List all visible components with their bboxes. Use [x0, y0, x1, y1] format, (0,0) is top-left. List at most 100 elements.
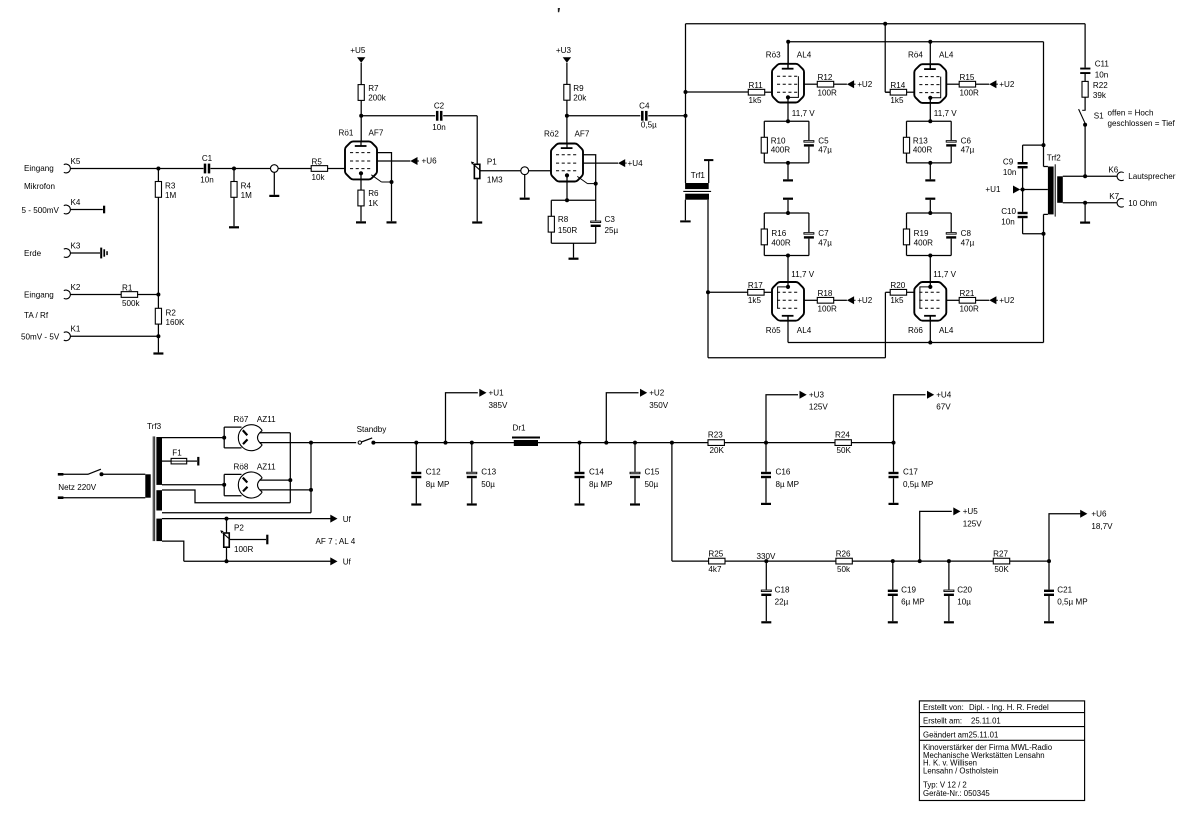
svg-text:K6: K6 [1108, 166, 1118, 175]
svg-text:22µ: 22µ [775, 598, 789, 607]
svg-text:K7: K7 [1109, 192, 1119, 201]
svg-text:R24: R24 [835, 431, 850, 440]
svg-text:K2: K2 [71, 283, 81, 292]
svg-text:400R: 400R [914, 239, 934, 248]
svg-text:11,7 V: 11,7 V [933, 270, 956, 279]
svg-text:geschlossen = Tief: geschlossen = Tief [1108, 119, 1176, 128]
svg-text:R19: R19 [914, 229, 929, 238]
svg-text:AL4: AL4 [797, 51, 812, 60]
svg-text:1M3: 1M3 [487, 176, 503, 185]
svg-text:C18: C18 [775, 586, 790, 595]
svg-text:Mikrofon: Mikrofon [24, 182, 55, 191]
svg-text:AL4: AL4 [939, 51, 954, 60]
svg-text:C15: C15 [645, 468, 660, 477]
svg-text:Rö8: Rö8 [234, 462, 249, 471]
svg-text:8µ MP: 8µ MP [589, 480, 613, 489]
svg-text:Lensahn / Ostholstein: Lensahn / Ostholstein [923, 766, 998, 775]
svg-text:50µ: 50µ [645, 480, 659, 489]
svg-text:R12: R12 [818, 73, 833, 82]
svg-text:R27: R27 [993, 550, 1008, 559]
svg-text:R10: R10 [771, 137, 786, 146]
svg-text:Rö7: Rö7 [234, 415, 249, 424]
svg-text:8µ MP: 8µ MP [426, 480, 450, 489]
svg-text:Geändert am25.11.01: Geändert am25.11.01 [923, 731, 998, 740]
svg-text:400R: 400R [771, 146, 791, 155]
svg-text:C7: C7 [818, 229, 829, 238]
svg-text:+U6: +U6 [1091, 510, 1107, 519]
svg-text:Trf1: Trf1 [691, 171, 706, 180]
svg-text:20k: 20k [573, 94, 587, 103]
svg-text:+U1: +U1 [489, 389, 505, 398]
svg-text:25.11.01: 25.11.01 [971, 717, 1001, 726]
svg-text:R20: R20 [890, 281, 905, 290]
svg-text:Uf: Uf [343, 557, 352, 566]
svg-text:400R: 400R [771, 239, 791, 248]
svg-text:47µ: 47µ [818, 239, 832, 248]
svg-text:R13: R13 [913, 137, 928, 146]
svg-text:10n: 10n [1003, 168, 1017, 177]
svg-text:H. K. v. Willisen: H. K. v. Willisen [923, 759, 977, 768]
svg-text:C4: C4 [639, 102, 650, 111]
svg-text:offen = Hoch: offen = Hoch [1108, 109, 1154, 118]
svg-text:10k: 10k [312, 173, 326, 182]
svg-text:R16: R16 [771, 229, 786, 238]
svg-text:S1: S1 [1094, 112, 1104, 121]
svg-text:F1: F1 [172, 449, 182, 458]
svg-text:C3: C3 [605, 215, 616, 224]
svg-text:C5: C5 [818, 137, 829, 146]
svg-text:100R: 100R [960, 88, 980, 97]
svg-text:+U2: +U2 [857, 296, 873, 305]
svg-text:+U6: +U6 [422, 157, 438, 166]
svg-text:11,7 V: 11,7 V [792, 109, 815, 118]
svg-text:R14: R14 [890, 81, 905, 90]
svg-text:10n: 10n [200, 175, 214, 184]
svg-text:11,7 V: 11,7 V [934, 109, 957, 118]
svg-text:P1: P1 [487, 157, 497, 166]
svg-text:R21: R21 [960, 289, 975, 298]
svg-text:8µ MP: 8µ MP [776, 480, 800, 489]
svg-text:Mechanische Werkstätten Lensah: Mechanische Werkstätten Lensahn [923, 751, 1045, 760]
svg-text:R2: R2 [166, 308, 177, 317]
svg-text:11,7 V: 11,7 V [791, 270, 814, 279]
svg-text:C12: C12 [426, 468, 441, 477]
svg-text:Erstellt von:: Erstellt von: [923, 703, 964, 712]
svg-text:C16: C16 [776, 468, 791, 477]
svg-text:Erstellt am:: Erstellt am: [923, 717, 962, 726]
svg-text:+U5: +U5 [350, 46, 366, 55]
svg-text:C11: C11 [1095, 60, 1110, 69]
svg-text:Eingang: Eingang [24, 164, 54, 173]
svg-text:C9: C9 [1003, 157, 1014, 166]
svg-text:10n: 10n [1095, 70, 1109, 79]
svg-text:Lautsprecher: Lautsprecher [1128, 172, 1176, 181]
svg-text:Eingang: Eingang [24, 291, 54, 300]
svg-text:Uf: Uf [343, 515, 352, 524]
svg-text:+U3: +U3 [809, 391, 825, 400]
svg-text:+U2: +U2 [857, 80, 873, 89]
svg-text:C1: C1 [202, 154, 213, 163]
svg-text:0,5µ: 0,5µ [641, 121, 657, 130]
svg-text:TA / Rf: TA / Rf [24, 311, 49, 320]
svg-text:+U4: +U4 [628, 159, 644, 168]
svg-text:R17: R17 [748, 281, 763, 290]
svg-text:C19: C19 [901, 586, 916, 595]
svg-text:5 - 500mV: 5 - 500mV [22, 206, 60, 215]
svg-text:Dipl. - Ing. H. R. Fredel: Dipl. - Ing. H. R. Fredel [969, 703, 1049, 712]
svg-text:160K: 160K [166, 318, 186, 327]
svg-text:C20: C20 [957, 586, 972, 595]
svg-text:C13: C13 [481, 468, 496, 477]
svg-text:Rö1: Rö1 [339, 129, 354, 138]
svg-text:0,5µ MP: 0,5µ MP [1057, 598, 1087, 607]
svg-text:50mV - 5V: 50mV - 5V [21, 333, 60, 342]
svg-text:R7: R7 [368, 84, 379, 93]
svg-text:AF 7 ; AL 4: AF 7 ; AL 4 [316, 537, 356, 546]
svg-text:C21: C21 [1057, 586, 1072, 595]
svg-text:0,5µ MP: 0,5µ MP [903, 480, 933, 489]
svg-text:C17: C17 [903, 468, 918, 477]
svg-text:400R: 400R [913, 146, 933, 155]
svg-text:125V: 125V [809, 403, 829, 412]
svg-text:+U2: +U2 [999, 80, 1015, 89]
svg-text:AF7: AF7 [575, 130, 590, 139]
svg-text:Dr1: Dr1 [513, 424, 527, 433]
svg-text:18,7V: 18,7V [1091, 522, 1113, 531]
svg-text:50K: 50K [994, 565, 1009, 574]
